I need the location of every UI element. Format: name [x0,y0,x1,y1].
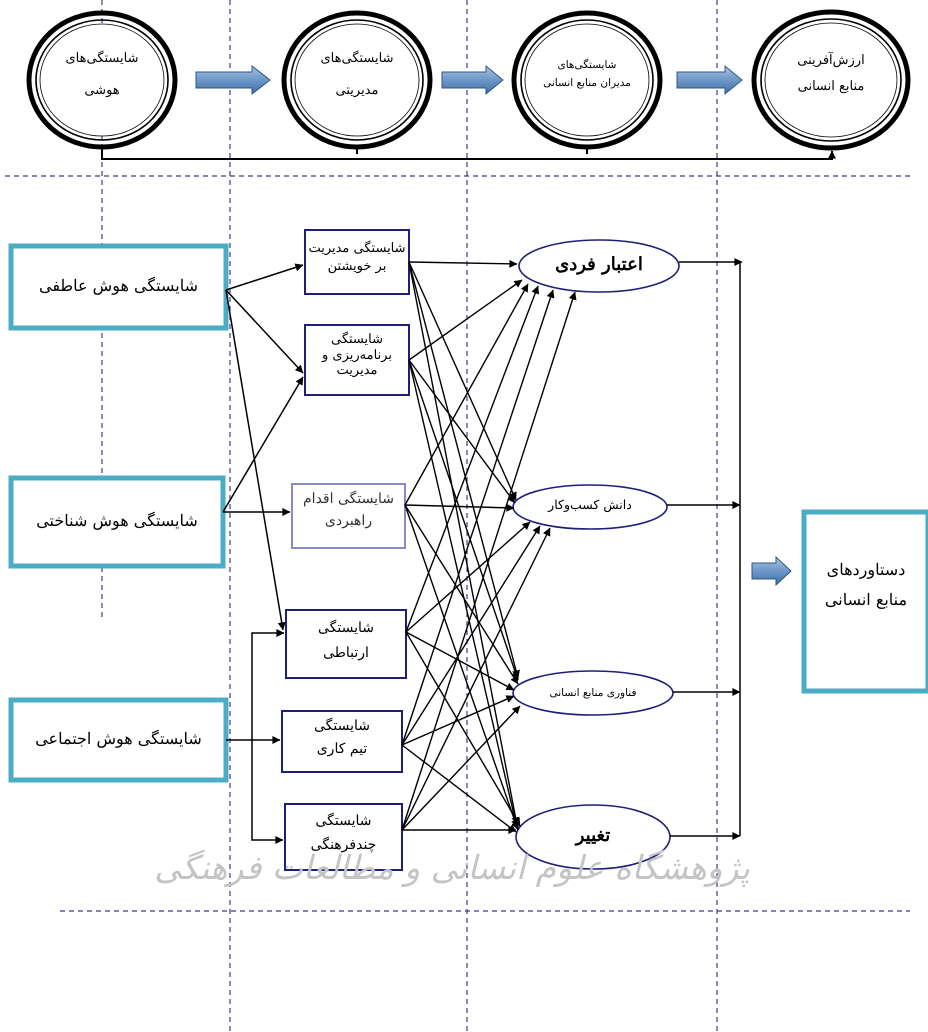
communication-label: شایستگی ارتباطی [317,620,374,661]
self-management-label: شایستگی مدیریت بر خویشتن [308,241,406,274]
business-knowledge-label: دانش کسب‌وکار [548,497,632,512]
self-management-box [304,229,410,295]
communication-box [285,609,407,679]
teamwork-box [281,710,403,773]
stage3-ellipse [511,10,663,150]
teamwork-label: شایستگی تیم کاری [313,718,370,758]
credibility-label: اعتبار فردی [555,254,643,275]
stage1-label: شایستگی‌های هوشی [65,51,139,98]
outcome-label: دستاوردهای منابع انسانی [824,560,908,610]
cognitive-intelligence-label: شایستگی هوش شناختی [36,511,198,530]
multicultural-label: شایستگی چندفرهنگی [310,813,377,853]
fat-arrow-1 [195,64,271,96]
emotional-box [8,243,229,331]
fat-arrow-2 [441,64,504,96]
competency-arrows [401,259,577,834]
change-label: تغییر [575,825,611,846]
stage4-label: ارزش‌آفرینی منابع انسانی [797,53,865,94]
social-box [8,697,229,783]
stage-ellipses [26,9,911,151]
fat-arrow-3 [676,64,743,96]
stage-arrows [195,64,792,587]
outcome-box [801,509,928,694]
cognitive-box [8,475,226,569]
credibility-ellipse [518,239,680,293]
multicultural-box [284,803,403,871]
stage3-label: شایستگی‌های مدیران منابع انسانی [543,59,631,90]
output-arrows [667,258,743,840]
social-intelligence-label: شایستگی هوش اجتماعی [35,729,202,748]
planning-label: شایستگی برنامه‌ریزی و مدیریت [322,332,392,379]
planning-box [304,324,410,396]
hrtech-ellipse [512,670,674,716]
strategic-label: شایستگی اقدام راهبردی [303,491,394,530]
managerial-boxes [281,229,410,871]
top-connector [101,147,836,160]
hr-technology-label: فناوری منابع انسانی [549,687,637,699]
intelligence-arrows [222,263,304,844]
stage4-ellipse [751,9,911,151]
fat-arrow-outcome [751,555,792,587]
watermark-text: پژوهشگاه علوم انسانی و مطالعات فرهنگی [154,848,750,887]
change-ellipse [515,804,671,870]
hr-ellipses [512,239,680,870]
strategic-box [291,483,406,549]
stage2-label: شایستگی‌های مدیریتی [320,51,394,98]
intelligence-boxes [8,243,229,783]
emotional-intelligence-label: شایستگی هوش عاطفی [39,276,198,295]
